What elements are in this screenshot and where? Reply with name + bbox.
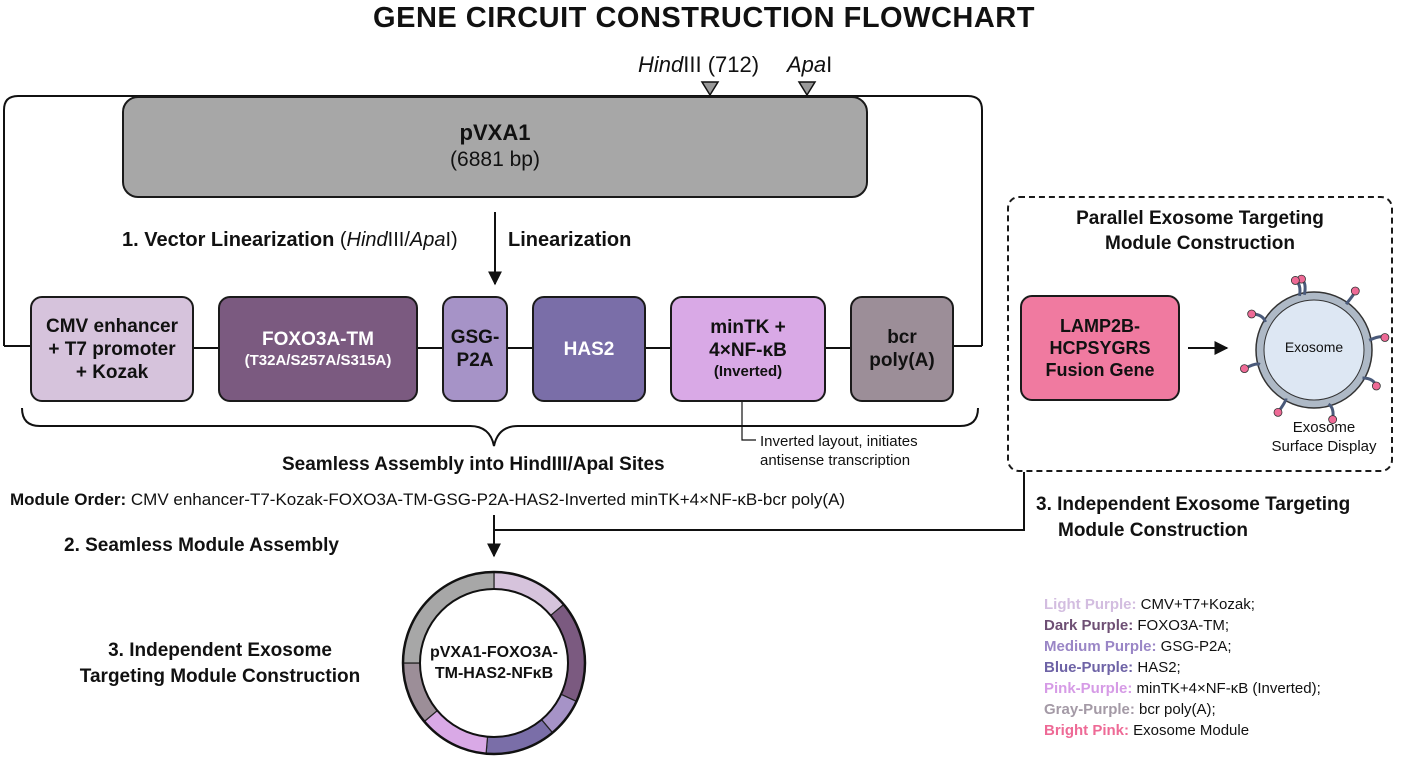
legend-entry: Blue-Purple: HAS2; bbox=[1044, 659, 1181, 676]
ligand-head bbox=[1290, 276, 1300, 285]
ligand-head bbox=[1240, 364, 1249, 374]
assembly-brace bbox=[21, 407, 979, 447]
vector-name: pVXA1 bbox=[459, 120, 531, 145]
plasmid-ring bbox=[401, 570, 587, 756]
module-has2: HAS2 bbox=[532, 296, 646, 402]
legend-entry: Light Purple: CMV+T7+Kozak; bbox=[1044, 596, 1255, 613]
apai-site-marker bbox=[797, 81, 817, 97]
pvxa1-vector: pVXA1 (6881 bp) bbox=[122, 96, 868, 198]
legend-entry: Gray-Purple: bcr poly(A); bbox=[1044, 701, 1216, 718]
module-mintk-nfkb: minTK +4×NF-κB(Inverted) bbox=[670, 296, 826, 402]
legend-entry: Dark Purple: FOXO3A-TM; bbox=[1044, 617, 1230, 634]
hindiii-site-label: HindIII (712) bbox=[638, 52, 760, 77]
plasmid-label: pVXA1-FOXO3A-TM-HAS2-NFκB bbox=[429, 644, 558, 682]
ligand-head bbox=[1328, 415, 1338, 424]
module-foxo3a-tm: FOXO3A-TM(T32A/S257A/S315A) bbox=[218, 296, 418, 402]
module-cmv-t7-kozak: CMV enhancer+ T7 promoter+ Kozak bbox=[30, 296, 194, 402]
page-title: GENE CIRCUIT CONSTRUCTION FLOWCHART bbox=[373, 2, 1035, 34]
ligand-head bbox=[1380, 333, 1390, 342]
ligand-head bbox=[1273, 407, 1283, 417]
module-order: Module Order: CMV enhancer-T7-Kozak-FOXO… bbox=[10, 490, 846, 509]
step2-label: 2. Seamless Module Assembly bbox=[64, 535, 339, 556]
legend-entry: Pink-Purple: minTK+4×NF-κB (Inverted); bbox=[1044, 680, 1321, 697]
hindiii-site-marker bbox=[700, 81, 720, 97]
apai-site-label: ApaI bbox=[787, 52, 833, 77]
ligand-head bbox=[1371, 381, 1381, 391]
legend-entry: Medium Purple: GSG-P2A; bbox=[1044, 638, 1232, 655]
assembly-label: Seamless Assembly into HindIII/ApaI Site… bbox=[282, 454, 665, 475]
module-gsg-p2a: GSG-P2A bbox=[442, 296, 508, 402]
exosome-graphic bbox=[1240, 274, 1390, 424]
legend-entry: Bright Pink: Exosome Module bbox=[1044, 722, 1250, 739]
exosome-label: Exosome bbox=[1284, 339, 1344, 355]
parallel-module-box bbox=[1007, 196, 1393, 472]
ligand-head bbox=[1247, 309, 1257, 319]
ligand-head bbox=[1350, 286, 1360, 296]
step1-label: 1. Vector Linearization (HindIII/ApaI) bbox=[122, 229, 458, 251]
vector-size: (6881 bp) bbox=[450, 148, 540, 171]
color-legend: Light Purple: CMV+T7+Kozak; Dark Purple:… bbox=[1044, 594, 1321, 741]
linearization-label: Linearization bbox=[508, 229, 632, 251]
